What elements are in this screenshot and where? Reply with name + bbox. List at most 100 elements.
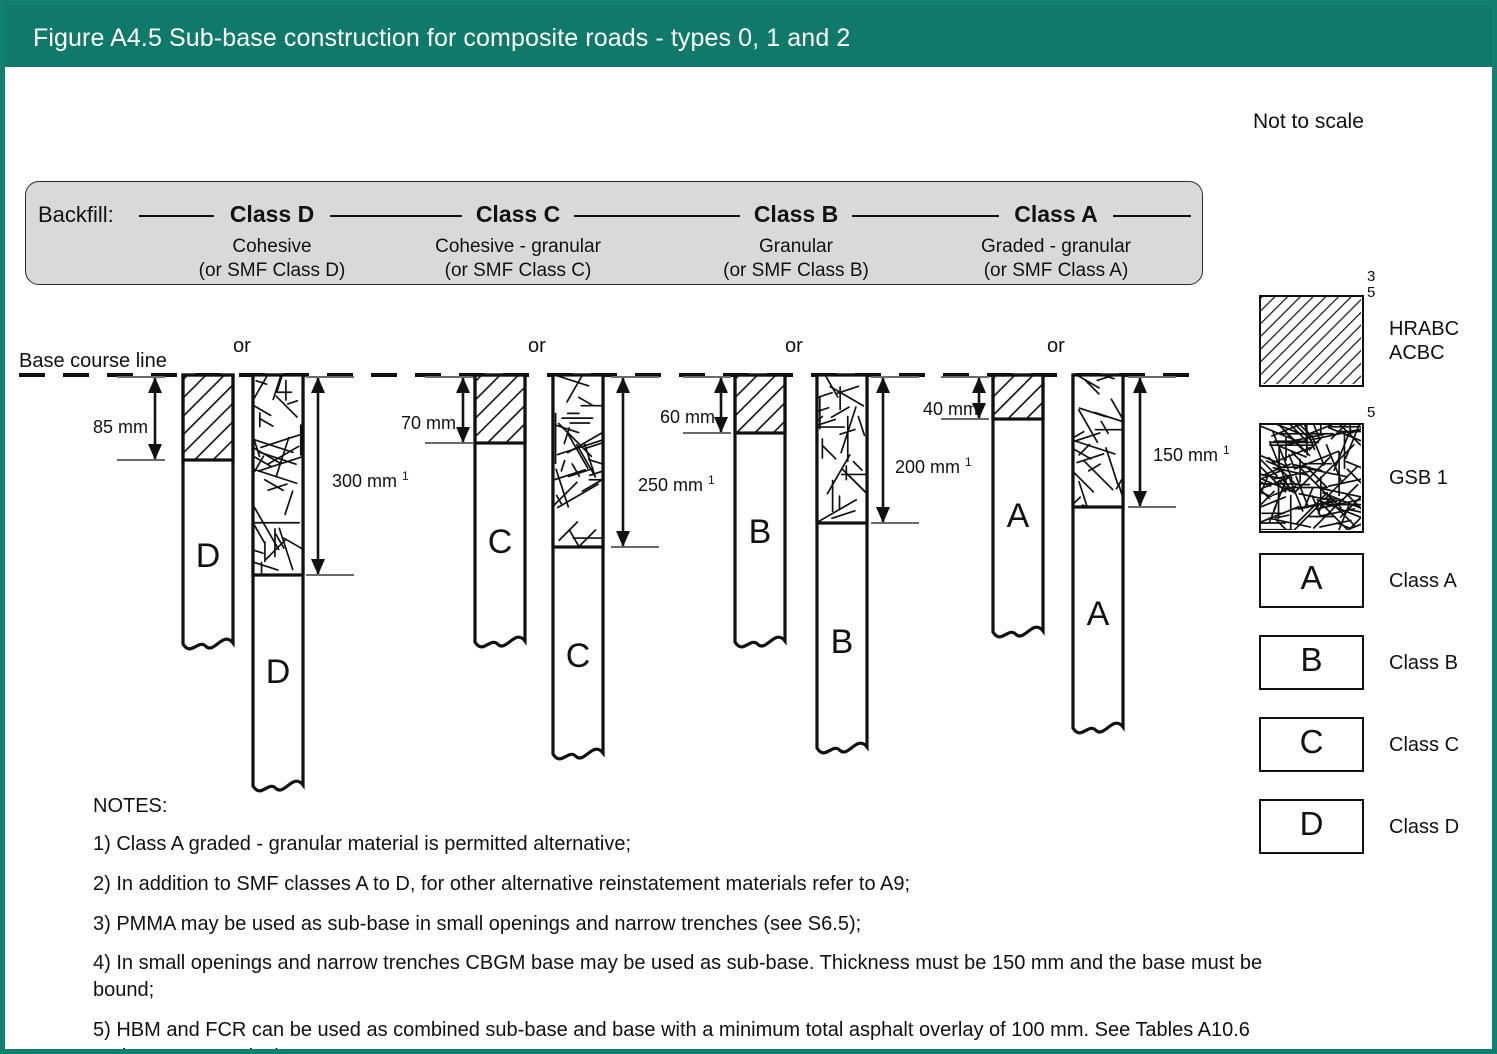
or-label-b: or xyxy=(785,335,803,357)
backfill-rule-0 xyxy=(139,215,214,217)
dim-label-right-d: 300 mm 1 xyxy=(332,469,409,491)
group-d-right-column-class-letter: D xyxy=(266,653,291,691)
figure-title: Figure A4.5 Sub-base construction for co… xyxy=(33,24,851,52)
group-c-right-dim-head-top xyxy=(616,377,630,393)
notes-block: NOTES: 1) Class A graded - granular mate… xyxy=(93,795,1283,1049)
group-b-right-dim-head-bottom xyxy=(876,507,890,523)
backfill-rule-3 xyxy=(852,215,999,217)
dim-label-right-b: 200 mm 1 xyxy=(895,455,972,477)
group-a-left-column-hrabc-acbc-layer xyxy=(993,375,1043,419)
or-label-d: or xyxy=(233,335,251,357)
group-d-left-dim-head-top xyxy=(148,377,162,393)
group-d-left-column-class-letter: D xyxy=(196,537,221,575)
group-b-right-column-class-letter: B xyxy=(831,623,854,661)
backfill-column-class-d: Class D Cohesive(or SMF Class D) xyxy=(112,182,432,281)
backfill-class-name: Class B xyxy=(753,201,839,227)
note-item-2: 2) In addition to SMF classes A to D, fo… xyxy=(93,872,911,895)
group-a-left-column-class-letter: A xyxy=(1007,497,1030,535)
group-d-right-column xyxy=(251,373,305,793)
group-d-right-column-gsb1-layer xyxy=(253,375,303,575)
notes-heading: NOTES: xyxy=(93,795,168,817)
group-a-left-column xyxy=(991,373,1045,639)
backfill-class-desc: Cohesive - granular(or SMF Class C) xyxy=(435,236,601,281)
backfill-column-class-c: Class C Cohesive - granular(or SMF Class … xyxy=(358,182,678,281)
backfill-column-class-b: Class B Granular(or SMF Class B) xyxy=(636,182,956,281)
backfill-class-name: Class A xyxy=(1014,201,1098,227)
group-b-right-column xyxy=(815,373,869,755)
legend-class-letter: C xyxy=(1299,723,1324,760)
dim-label-right-a: 150 mm 1 xyxy=(1153,443,1230,465)
legend-class-letter: D xyxy=(1299,805,1324,842)
group-c-left-dim-head-bottom xyxy=(456,427,470,443)
backfill-rule-2 xyxy=(574,215,740,217)
group-b-left-column-hrabc-acbc-outline xyxy=(733,373,787,435)
group-b-left-column-class-letter: B xyxy=(749,513,772,551)
dim-label-left-c: 70 mm xyxy=(401,413,457,433)
legend-label: Class A xyxy=(1389,569,1457,592)
legend-swatch-hatch xyxy=(1259,295,1364,387)
legend-swatch-graphic-gsb xyxy=(1243,402,1379,546)
legend-label: Class C xyxy=(1389,733,1460,756)
group-c-left-column-hrabc-acbc-layer xyxy=(475,375,525,443)
not-to-scale-note: Not to scale xyxy=(1253,110,1364,133)
legend-swatch-graphic-hatch xyxy=(1261,297,1361,384)
legend-swatch-letter: B xyxy=(1259,635,1364,690)
note-item-4: 4) In small openings and narrow trenches… xyxy=(93,952,1263,1002)
dim-label-left-b: 60 mm xyxy=(660,407,716,427)
backfill-class-desc: Granular(or SMF Class B) xyxy=(723,236,869,281)
group-b-left-column-hrabc-acbc-layer xyxy=(735,375,785,433)
group-b-left-dim-head-top xyxy=(714,377,728,393)
group-d-left-column xyxy=(181,373,235,651)
group-c-left-column xyxy=(473,373,527,649)
base-course-line-label: Base course line xyxy=(19,350,167,372)
note-item-3: 3) PMMA may be used as sub-base in small… xyxy=(93,912,862,935)
dim-label-left-a: 40 mm xyxy=(923,399,979,419)
legend-class-letter: A xyxy=(1300,559,1323,596)
group-c-left-column-class-letter: C xyxy=(488,523,513,561)
backfill-class-name: Class D xyxy=(229,201,315,227)
group-d-left-column-hrabc-acbc-layer xyxy=(183,375,233,460)
group-c-left-column-hrabc-acbc-outline xyxy=(473,373,527,445)
legend-swatch-letter: C xyxy=(1259,717,1364,772)
backfill-rule-1 xyxy=(330,215,462,217)
backfill-label: Backfill: xyxy=(38,202,114,227)
group-c-right-column-class-letter: C xyxy=(566,637,591,675)
group-a-right-dim-head-bottom xyxy=(1133,491,1147,507)
backfill-class-desc: Cohesive(or SMF Class D) xyxy=(198,236,346,281)
figure-header-bar: Figure A4.5 Sub-base construction for co… xyxy=(5,5,1492,67)
group-c-right-dim-head-bottom xyxy=(616,531,630,547)
legend-label: GSB 1 xyxy=(1389,467,1448,489)
group-d-left-column-hrabc-acbc-outline xyxy=(181,373,235,462)
group-a-left-column-hrabc-acbc-outline xyxy=(991,373,1045,421)
group-d-left-dim-head-bottom xyxy=(148,444,162,460)
group-c-right-column xyxy=(551,373,605,761)
group-b-right-column-gsb1-outline xyxy=(815,373,869,525)
legend-label: Class B xyxy=(1389,651,1458,674)
backfill-class-desc: Graded - granular(or SMF Class A) xyxy=(981,236,1131,281)
group-b-right-column-gsb1-layer xyxy=(817,375,867,523)
group-d-right-dim-head-top xyxy=(311,377,325,393)
group-c-right-column-gsb1-outline xyxy=(551,373,605,549)
legend-swatch-letter: A xyxy=(1259,553,1364,608)
legend-class-letter: B xyxy=(1300,641,1323,678)
or-label-c: or xyxy=(528,335,546,357)
group-b-left-column xyxy=(733,373,787,649)
backfill-column-class-a: Class A Graded - granular(or SMF Class A) xyxy=(896,182,1216,281)
group-a-right-column-gsb1-layer xyxy=(1073,375,1123,507)
dim-label-left-d: 85 mm xyxy=(93,417,149,437)
backfill-class-name: Class C xyxy=(475,201,561,227)
group-a-right-column xyxy=(1071,373,1125,735)
group-a-right-column-gsb1-outline xyxy=(1071,373,1125,509)
legend-label: Class D xyxy=(1389,815,1460,838)
legend-note-ref: 5 xyxy=(1367,404,1376,421)
group-a-right-column-class-letter: A xyxy=(1087,595,1110,633)
note-item-1: 1) Class A graded - granular material is… xyxy=(93,833,632,855)
dim-label-right-c: 250 mm 1 xyxy=(638,473,715,495)
group-b-right-dim-head-top xyxy=(876,377,890,393)
legend-swatch-gsb xyxy=(1243,402,1379,546)
group-d-right-column-gsb1-outline xyxy=(251,373,305,577)
note-item-5: 5) HBM and FCR can be used as combined s… xyxy=(93,1018,1250,1049)
